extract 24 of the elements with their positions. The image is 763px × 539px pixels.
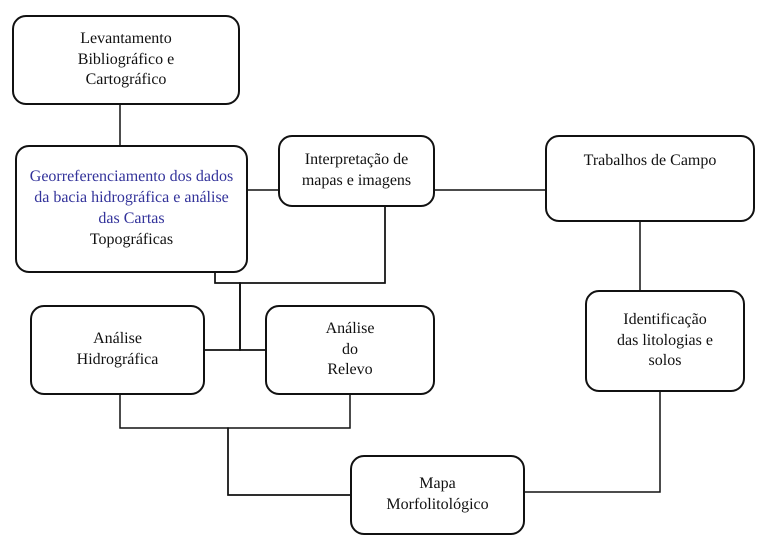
process-box (12, 15, 240, 105)
process-box (545, 135, 755, 222)
box-text: Análise do Relevo (324, 318, 376, 380)
box-text: Análise Hidrográfica (76, 329, 158, 370)
connector-line (248, 189, 278, 191)
connector-line (435, 189, 545, 191)
connector-line (525, 392, 661, 493)
process-box (585, 290, 745, 392)
process-box (15, 145, 248, 273)
process-box (278, 135, 435, 207)
process-box (265, 305, 435, 395)
process-box (30, 305, 205, 395)
box-text: Georreferenciamento dos dados da bacia hidrográfica e análise das Cartas (28, 167, 234, 229)
connector-line (227, 395, 351, 496)
box-text: Levantamento Bibliográfico e Cartográfico (76, 28, 176, 90)
box-text: Identificação das litologias e solos (616, 310, 714, 372)
connector-line (639, 222, 641, 290)
box-text: Trabalhos de Campo (584, 151, 716, 171)
process-box (350, 455, 525, 535)
connector-line (239, 207, 386, 351)
box-text: Mapa Morfolitológico (386, 474, 489, 515)
box-text: Interpretação de mapas e imagens (300, 150, 412, 191)
box-text: Topográficas (90, 230, 174, 250)
connector-line (119, 105, 121, 145)
